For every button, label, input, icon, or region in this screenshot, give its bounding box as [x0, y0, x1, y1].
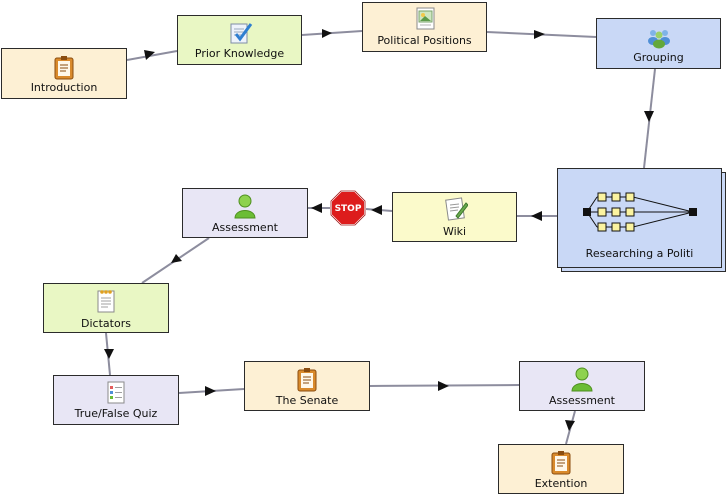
activity-assessment-bottom[interactable]: Assessment — [519, 361, 645, 411]
activity-label: Assessment — [212, 221, 278, 234]
activity-grouping[interactable]: Grouping — [596, 18, 721, 69]
activity-label: Grouping — [633, 51, 684, 64]
arrowhead — [322, 29, 332, 38]
activity-assessment-top[interactable]: Assessment — [182, 188, 308, 238]
activity-label: Prior Knowledge — [194, 47, 285, 60]
notepad-icon — [294, 367, 320, 393]
person-icon — [569, 366, 595, 392]
activity-label: Researching a Politi — [585, 247, 694, 260]
activity-extention[interactable]: Extention — [498, 444, 624, 494]
activity-label: The Senate — [275, 394, 339, 407]
activity-true-false-quiz[interactable]: True/False Quiz — [53, 375, 179, 425]
branching-icon — [583, 189, 699, 235]
arrowhead — [531, 211, 542, 221]
quiz-icon — [103, 379, 129, 405]
activity-researching[interactable]: Researching a Politi — [557, 168, 722, 268]
arrowhead — [644, 111, 654, 122]
activity-label: True/False Quiz — [74, 407, 158, 420]
activity-label: Dictators — [81, 317, 131, 330]
activity-label: Wiki — [442, 225, 467, 238]
activity-label: Extention — [534, 477, 588, 490]
arrowhead — [171, 254, 182, 263]
notepad-icon — [548, 450, 574, 476]
activity-the-senate[interactable]: The Senate — [244, 361, 370, 411]
arrowhead — [205, 386, 216, 396]
checklist-icon — [227, 20, 253, 46]
activity-dictators[interactable]: Dictators — [43, 283, 169, 333]
wiki-doc-icon — [442, 196, 468, 222]
stop-gate[interactable]: STOP — [330, 190, 366, 226]
person-icon — [232, 193, 258, 219]
activity-wiki[interactable]: Wiki — [392, 192, 517, 242]
arrowhead — [311, 203, 322, 213]
arrowhead — [565, 420, 575, 431]
activity-label: Political Positions — [377, 34, 472, 47]
notepad-icon — [51, 55, 77, 81]
arrowhead — [144, 50, 155, 60]
activity-political-positions[interactable]: Political Positions — [362, 2, 487, 52]
group-icon — [646, 24, 672, 50]
arrowhead — [104, 349, 114, 359]
notice-icon — [93, 288, 119, 314]
activity-label: Assessment — [549, 394, 615, 407]
stop-gate-label: STOP — [335, 204, 362, 214]
activity-label: Introduction — [30, 81, 98, 94]
image-doc-icon — [412, 6, 438, 32]
activity-introduction[interactable]: Introduction — [1, 48, 127, 99]
arrowhead — [438, 381, 449, 391]
arrowhead — [371, 205, 382, 215]
connector-introduction-prior — [126, 50, 178, 61]
arrowhead — [534, 30, 545, 39]
activity-prior-knowledge[interactable]: Prior Knowledge — [177, 15, 302, 65]
